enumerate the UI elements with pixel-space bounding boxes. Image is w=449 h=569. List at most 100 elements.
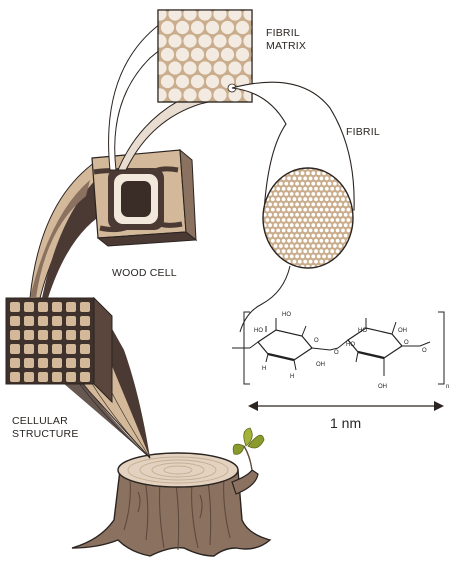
fibril-microfibril-dot	[301, 244, 305, 248]
fibril-microfibril-dot	[298, 197, 302, 201]
fibril-microfibril-dot	[309, 249, 313, 253]
fibril-microfibril-dot	[266, 229, 270, 233]
fibril-microfibril-dot	[341, 260, 345, 264]
fibril-microfibril-dot	[298, 177, 302, 181]
fibril-microfibril-dot	[325, 197, 329, 201]
fibril-microfibril-dot	[271, 239, 275, 243]
fibril-microfibril-dot	[314, 239, 318, 243]
fibril-microfibril-dot	[328, 182, 332, 186]
fibril-microfibril-dot	[303, 187, 307, 191]
atom-label: H	[290, 374, 294, 380]
wood-cell-unit	[52, 316, 62, 326]
fibril-microfibril-dot	[311, 213, 315, 217]
matrix-fibril-circle	[153, 88, 166, 101]
fibril-microfibril-dot	[336, 260, 340, 264]
wood-cell-unit	[80, 358, 90, 368]
fibril-label: FIBRIL	[346, 126, 380, 138]
fibril-microfibril-dot	[290, 234, 294, 238]
fibril-microfibril-dot	[279, 203, 283, 207]
wood-cell-unit	[52, 302, 62, 312]
fibril-microfibril-dot	[322, 234, 326, 238]
matrix-fibril-circle	[243, 7, 256, 20]
fibril-microfibril-dot	[287, 239, 291, 243]
fibril-microfibril-dot	[293, 218, 297, 222]
fibril-microfibril-dot	[333, 182, 337, 186]
fibril-microfibril-dot	[328, 223, 332, 227]
cellulose-molecule	[232, 312, 444, 384]
fibril-microfibril-dot	[282, 197, 286, 201]
matrix-fibril-circle	[168, 34, 181, 47]
fibril-microfibril-dot	[306, 192, 310, 196]
sprout-leaf-left	[233, 444, 244, 454]
wood-cell-unit	[38, 316, 48, 326]
wood-cell-unit	[66, 372, 76, 382]
fibril-microfibril-dot	[276, 197, 280, 201]
fibril-microfibril-dot	[336, 208, 340, 212]
fibril-microfibril-dot	[287, 218, 291, 222]
wood-cell-unit	[24, 302, 34, 312]
fibril-microfibril-dot	[274, 244, 278, 248]
fibril-microfibril-dot	[338, 203, 342, 207]
fibril-microfibril-dot	[303, 249, 307, 253]
fibril-microfibril-dot	[287, 208, 291, 212]
matrix-fibril-circle	[168, 88, 181, 101]
fibril-microfibril-dot	[355, 234, 359, 238]
fibril-microfibril-dot	[333, 244, 337, 248]
wood-cell-unit	[66, 302, 76, 312]
wood-cell-unit	[80, 344, 90, 354]
fibril-microfibril-dot	[314, 177, 318, 181]
fibril-microfibril-dot	[290, 213, 294, 217]
fibril-microfibril-dot	[279, 244, 283, 248]
wood-cell-unit	[52, 358, 62, 368]
fibril-microfibril-dot	[290, 182, 294, 186]
fibril-microfibril-dot	[328, 234, 332, 238]
tree-stump	[72, 428, 270, 556]
atom-label: HO	[254, 328, 263, 334]
fibril-microfibril-dot	[309, 187, 313, 191]
fibril-microfibril-dot	[322, 223, 326, 227]
wood-cell-unit	[66, 358, 76, 368]
fibril-microfibril-dot	[298, 218, 302, 222]
matrix-fibril-circle	[191, 75, 204, 88]
fibril-microfibril-dot	[309, 260, 313, 264]
wood-cell-unit	[24, 330, 34, 340]
fibril-microfibril-dot	[268, 213, 272, 217]
fibril-microfibril-dot	[333, 223, 337, 227]
fibril-microfibril-dot	[309, 208, 313, 212]
fibril-microfibril-dot	[301, 234, 305, 238]
fibril-microfibril-dot	[325, 239, 329, 243]
fibril-microfibril-dot	[284, 244, 288, 248]
fibril-microfibril-dot	[352, 249, 356, 253]
fibril-microfibril-dot	[284, 234, 288, 238]
wood-cell-unit	[80, 316, 90, 326]
matrix-fibril-circle	[236, 21, 249, 34]
fibril-microfibril-dot	[263, 244, 267, 248]
atom-label: OH	[316, 362, 325, 368]
fibril-microfibril-dot	[271, 197, 275, 201]
fibril-microfibril-dot	[320, 239, 324, 243]
fibril-microfibril-dot	[347, 229, 351, 233]
fibril-microfibril-dot	[279, 223, 283, 227]
fibril-microfibril-dot	[260, 249, 264, 253]
fibril-microfibril-dot	[266, 218, 270, 222]
matrix-fibril-circle	[213, 61, 226, 74]
fibril-microfibril-dot	[344, 234, 348, 238]
fibril-microfibril-dot	[320, 229, 324, 233]
fibril-microfibril-dot	[306, 223, 310, 227]
wood-cell-label: WOOD CELL	[112, 267, 177, 279]
fibril-microfibril-dot	[355, 255, 359, 259]
fibril-microfibril-dot	[298, 208, 302, 212]
fibril-microfibril-dot	[274, 223, 278, 227]
fibril-microfibril-dot	[284, 213, 288, 217]
wood-cell-unit	[24, 372, 34, 382]
fibril-microfibril-dot	[287, 187, 291, 191]
fibril-microfibril-dot	[317, 223, 321, 227]
fibril-microfibril-dot	[284, 192, 288, 196]
fibril-microfibril-dot	[341, 229, 345, 233]
fibril-microfibril-dot	[338, 234, 342, 238]
fibril-microfibril-dot	[309, 197, 313, 201]
fibril-microfibril-dot	[276, 239, 280, 243]
fibril-microfibril-dot	[322, 192, 326, 196]
fibril-microfibril-dot	[355, 182, 359, 186]
fibril-microfibril-dot	[333, 203, 337, 207]
